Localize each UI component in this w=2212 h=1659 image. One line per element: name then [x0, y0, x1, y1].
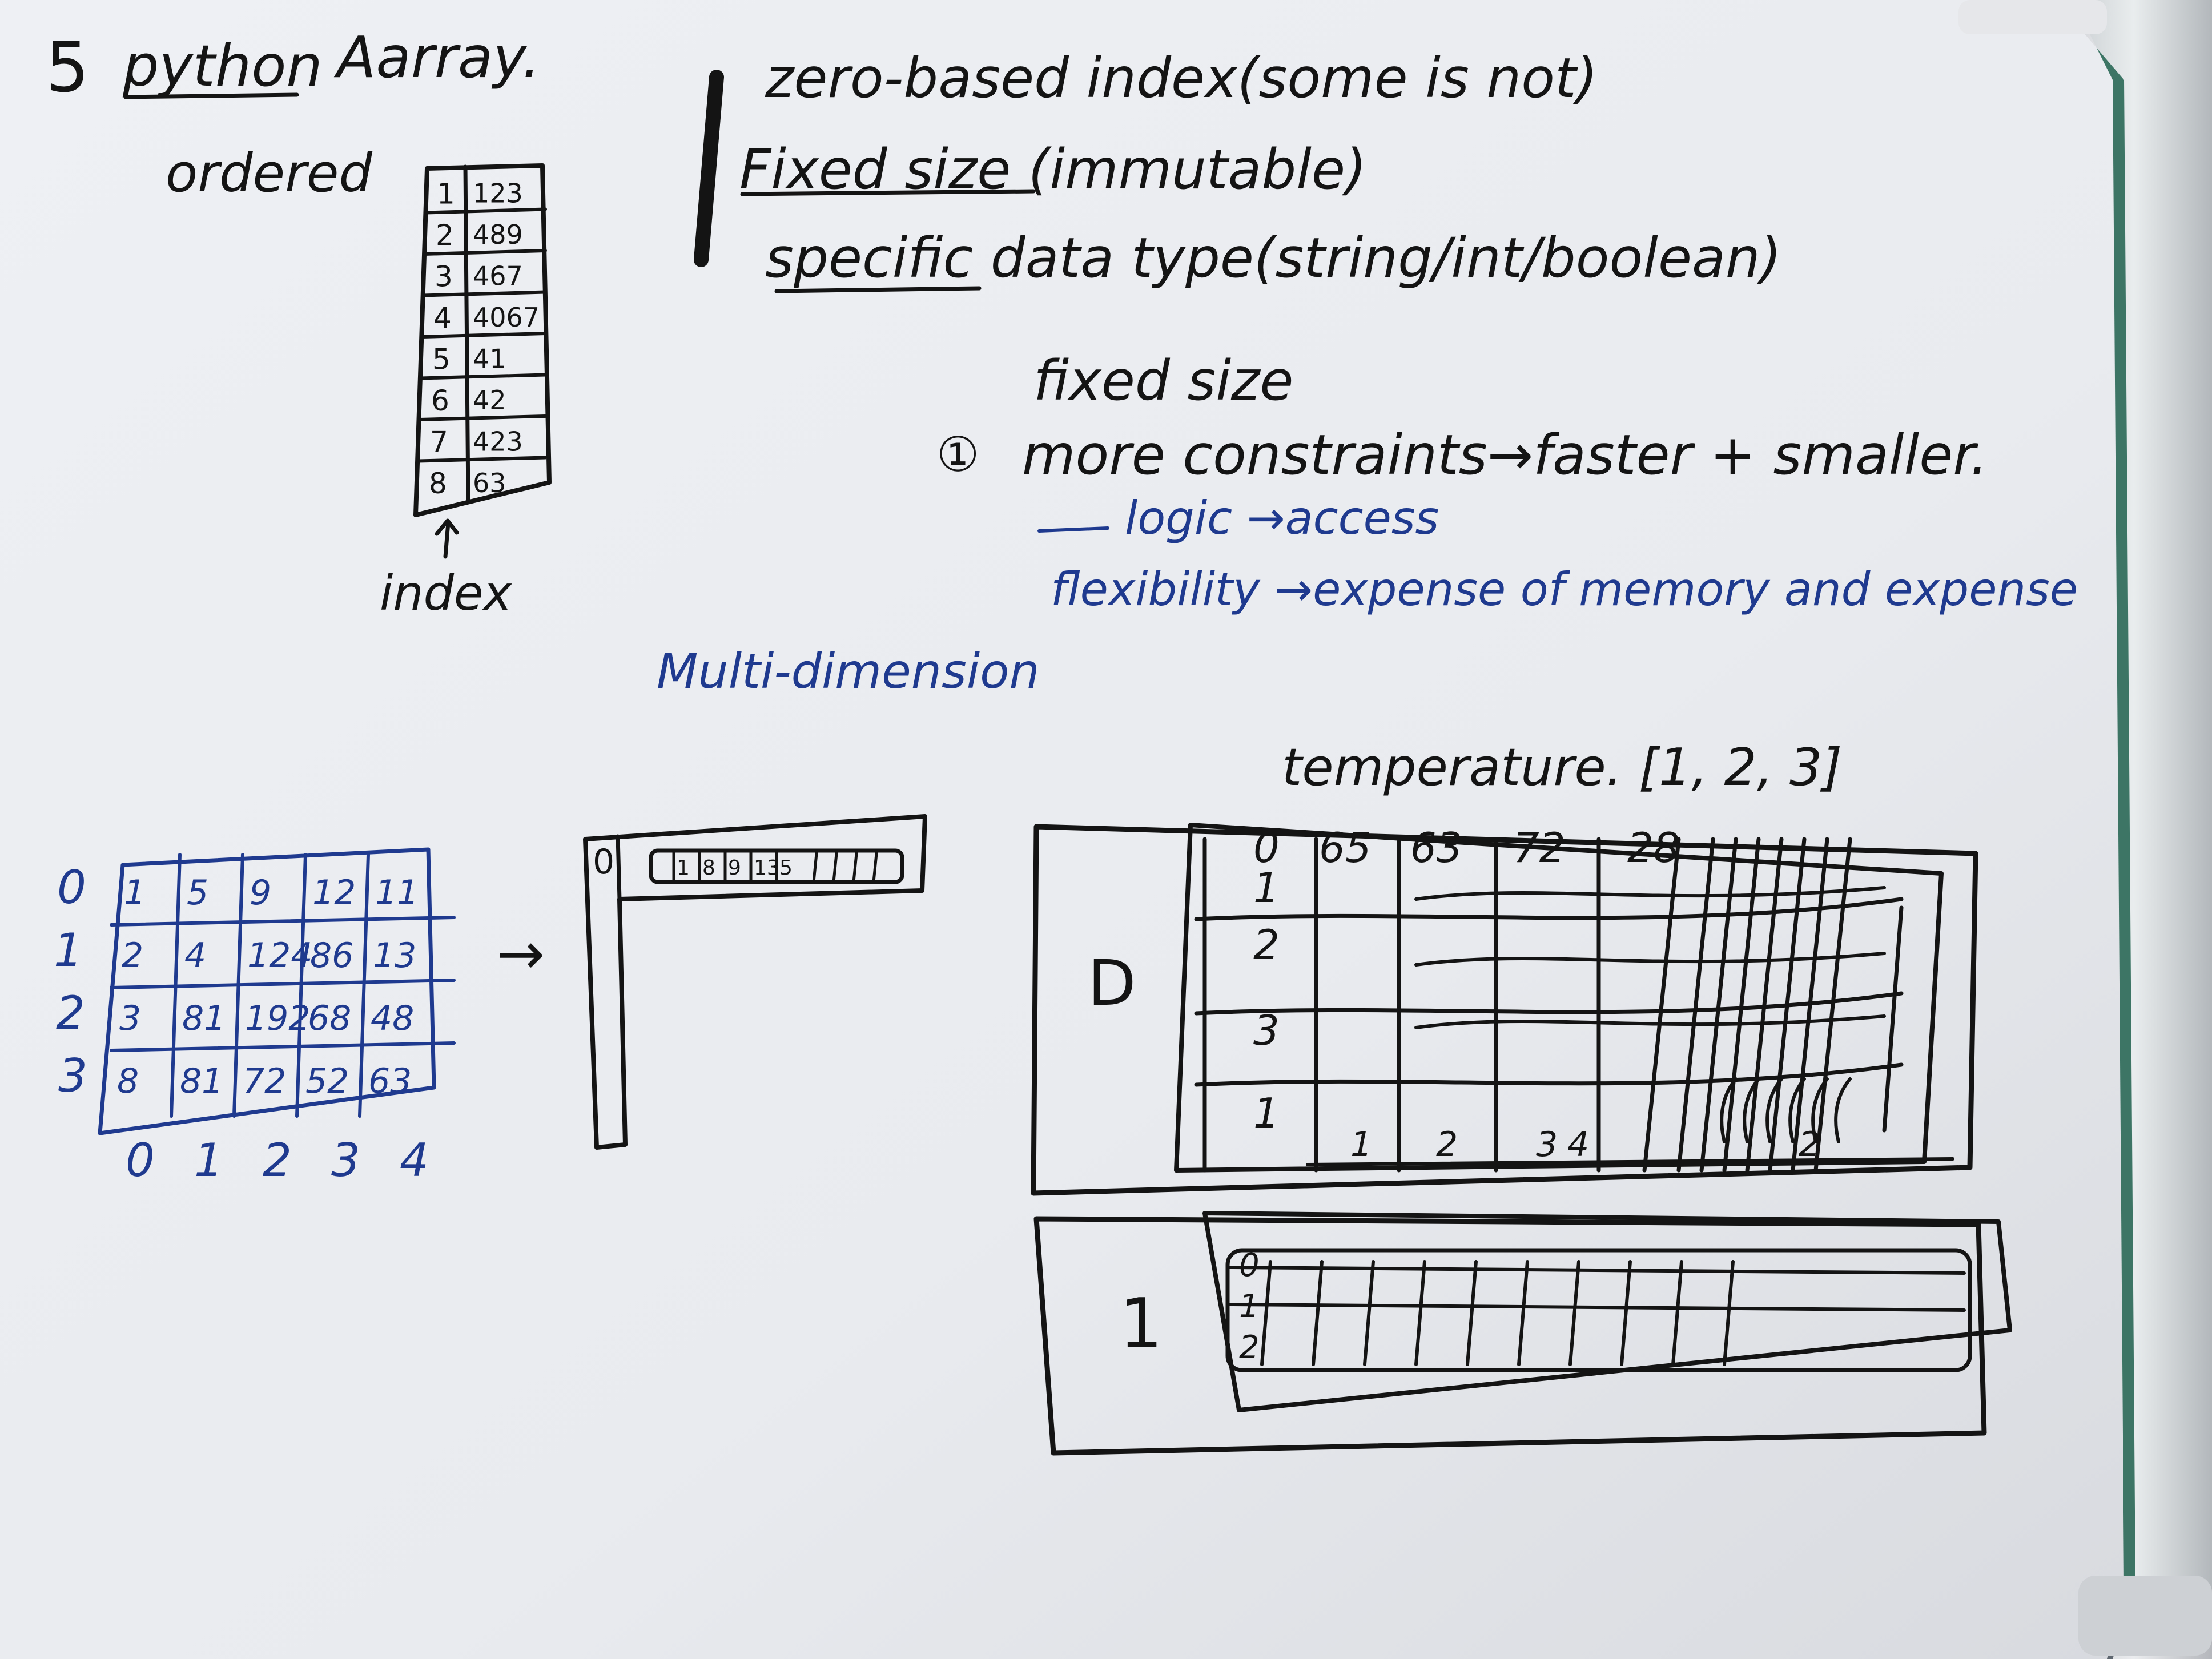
- bottom-block-index: 1: [1239, 1288, 1260, 1325]
- marker-one: ①: [936, 426, 979, 482]
- strip-cell-value: 9: [728, 856, 741, 880]
- note-fixed-size: Fixed size (immutable): [739, 138, 1366, 202]
- grid-cell-value: 5: [187, 873, 208, 913]
- column-value-cell: 123: [473, 178, 523, 208]
- grid-cell-value: 1: [124, 873, 146, 913]
- grid-cell-value: 13: [373, 936, 416, 976]
- note-constraints: more constraints→faster + smaller.: [1022, 423, 1988, 487]
- column-value-cell: 42: [473, 385, 506, 416]
- column-array-rows: 1 123 2 489 3 467 4 4067 5 41 6 42 7 423 8 63: [417, 178, 547, 500]
- transform-arrow: →: [497, 920, 545, 987]
- column-value-cell: 41: [473, 343, 506, 374]
- temperature-col-value: 72: [1513, 824, 1566, 872]
- grid-cell-value: 72: [243, 1061, 286, 1101]
- column-index-cell: 5: [432, 343, 451, 376]
- grid-cell-value: 48: [371, 998, 414, 1038]
- heading: 5 python Aarray.: [46, 24, 540, 108]
- grid-col-label: 0: [126, 1134, 155, 1187]
- temperature-row-value: 2: [1253, 921, 1280, 969]
- strip-cell-value: 1: [677, 856, 690, 880]
- grid-col-label: 2: [263, 1134, 292, 1187]
- strip-cell-value: 5: [779, 856, 793, 880]
- index-label: index: [380, 565, 513, 621]
- temperature-bottom-value: 3: [1536, 1125, 1558, 1165]
- column-value-cell: 467: [473, 260, 523, 291]
- grid-cell-value: 4: [184, 936, 206, 976]
- grid-cell-value: 3: [119, 998, 141, 1038]
- note-fixed-size-2: fixed size: [1033, 349, 1293, 413]
- frame-corner-top: [1958, 0, 2107, 34]
- column-index-cell: 3: [435, 260, 453, 293]
- temperature-col-value: 0: [1253, 824, 1280, 872]
- multi-dimension-title: Multi-dimension: [657, 643, 1040, 699]
- column-value-cell: 63: [473, 468, 506, 498]
- grid-cell-value: 68: [308, 998, 351, 1038]
- whiteboard-frame-right: [2056, 0, 2212, 1659]
- bottom-block-index: 2: [1239, 1329, 1260, 1366]
- blue-notes: logic →access flexibility →expense of me…: [1037, 492, 2078, 616]
- strip-cell-value: 8: [702, 856, 715, 880]
- grid-cell-value: 8: [117, 1061, 139, 1101]
- grid-row-label: 2: [56, 986, 85, 1040]
- temperature-bottom-value: 2: [1436, 1125, 1458, 1165]
- note-data-type: specific data type(string/int/boolean): [765, 226, 1781, 290]
- grid-cell-value: 86: [310, 936, 353, 976]
- grid-cell-value: 12: [312, 873, 356, 913]
- column-value-cell: 4067: [473, 302, 540, 333]
- temperature-bottom-value: 2: [1799, 1125, 1820, 1165]
- bottom-block-index: 0: [1239, 1247, 1260, 1284]
- column-index-cell: 6: [431, 384, 449, 417]
- column-index-cell: 2: [436, 219, 454, 252]
- column-value-cell: 489: [473, 219, 523, 250]
- temperature-title: temperature. [1, 2, 3]: [1282, 738, 1842, 798]
- column-index-cell: 1: [437, 178, 455, 211]
- blue-note-flexibility: flexibility →expense of memory and expen…: [1051, 563, 2078, 616]
- grid-row-label: 0: [57, 861, 86, 914]
- notes-block: zero-based index(some is not) Fixed size…: [694, 46, 1988, 487]
- block-bottom-label: 1: [1119, 1284, 1163, 1364]
- strip-label: 0: [593, 842, 614, 882]
- grid-col-label: 1: [194, 1134, 223, 1187]
- column-array: 1 123 2 489 3 467 4 4067 5 41 6 42 7 423 8 63 index: [380, 163, 552, 621]
- grid-col-label: 4: [400, 1134, 429, 1187]
- note-zero-based: zero-based index(some is not): [765, 46, 1598, 110]
- temperature-col-value: 28: [1627, 824, 1680, 872]
- temperature-row-value: 3: [1253, 1006, 1280, 1054]
- temperature-bottom-value: 1: [1350, 1125, 1372, 1165]
- temperature-col-value: 65: [1319, 824, 1372, 872]
- ordered-label: ordered: [166, 143, 373, 204]
- column-index-cell: 8: [429, 467, 447, 500]
- heading-python: python: [122, 33, 323, 99]
- grid-cell-value: 81: [180, 1061, 223, 1101]
- column-value-cell: 423: [473, 426, 523, 457]
- grid-cell-value: 9: [250, 873, 271, 913]
- temperature-bottom-value: 4: [1567, 1125, 1589, 1165]
- block-top-label: D: [1088, 947, 1136, 1020]
- grid-col-label: 3: [331, 1134, 360, 1187]
- grid-cell-value: 63: [368, 1061, 412, 1101]
- grid-cell-value: 192: [245, 998, 311, 1038]
- frame-corner-bottom: [2078, 1576, 2212, 1656]
- column-index-cell: 7: [430, 426, 448, 459]
- grid-row-label: 3: [58, 1049, 87, 1102]
- heading-number: 5: [46, 29, 89, 108]
- temperature-col-value: 63: [1410, 824, 1463, 872]
- temperature-row-value: 1: [1253, 864, 1280, 912]
- grid-cell-value: 124: [247, 936, 313, 976]
- grid-cell-value: 52: [305, 1061, 349, 1101]
- grid-cell-value: 81: [182, 998, 226, 1038]
- blue-note-logic: logic →access: [1125, 492, 1439, 545]
- grid-cell-value: 11: [375, 873, 419, 913]
- grid-row-label: 1: [54, 924, 83, 977]
- temperature-row-value: 1: [1253, 1089, 1280, 1137]
- column-index-cell: 4: [433, 301, 452, 335]
- heading-array: Aarray.: [333, 24, 540, 91]
- grid-cell-value: 2: [122, 936, 143, 976]
